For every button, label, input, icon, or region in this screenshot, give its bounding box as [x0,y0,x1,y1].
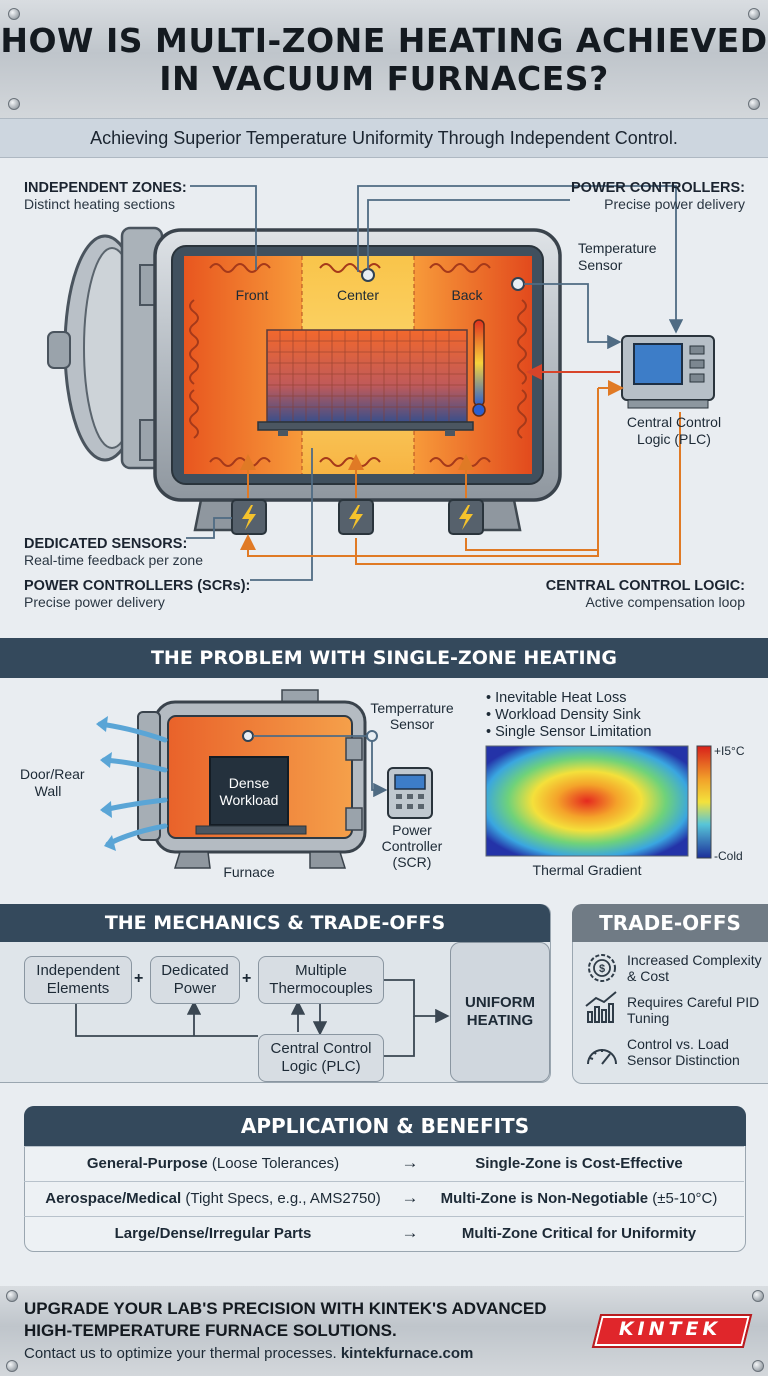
thermal-gradient-caption: Thermal Gradient [532,862,642,878]
callout-dedicated-sensors: DEDICATED SENSORS: Real-time feedback pe… [24,536,203,568]
uniform-heating-result: UNIFORM HEATING [450,942,550,1082]
bolt-icon [752,1290,764,1302]
table-row: Aerospace/Medical (Tight Specs, e.g., AM… [24,1181,744,1216]
scr-front-icon [231,499,267,535]
tradeoff-item-3: Control vs. Load Sensor Distinction [627,1036,740,1068]
zone-label-back: Back [451,287,483,303]
bolt-icon [748,8,760,20]
trend-chart-icon [585,991,617,1023]
footer-contact: Contact us to optimize your thermal proc… [24,1345,474,1362]
bolt-icon [6,1360,18,1372]
problem-bullets: • Inevitable Heat Loss • Workload Densit… [486,690,651,741]
thermal-gradient-map [485,745,689,857]
dense-workload-label: Dense Workload [219,775,279,808]
center-sensor-icon [361,268,375,282]
table-row: General-Purpose (Loose Tolerances) → Sin… [24,1146,744,1181]
central-control-plc-box: Central Control Logic (PLC) [258,1034,384,1082]
subtitle-bar: Achieving Superior Temperature Uniformit… [0,118,768,158]
bullet-item: • Workload Density Sink [486,707,641,723]
back-sensor-icon [511,277,525,291]
mechanics-title: THE MECHANICS & TRADE-OFFS [0,904,550,942]
applications-title: APPLICATION & BENEFITS [24,1106,746,1146]
scr-back-icon [448,499,484,535]
workload [266,329,468,423]
zone-label-center: Center [336,287,380,303]
plus-sign: + [242,970,252,987]
temperature-sensor-label: Temperature Sensor [578,240,657,273]
bolt-icon [8,98,20,110]
plus-sign: + [134,970,144,987]
tradeoffs-title: TRADE-OFFS [572,904,768,942]
bolt-icon [752,1360,764,1372]
problem-section-title: THE PROBLEM WITH SINGLE-ZONE HEATING [0,638,768,678]
scale-min-label: -Cold [714,849,743,863]
arrow-right-icon: → [401,1153,419,1172]
footer-headline: UPGRADE YOUR LAB'S PRECISION WITH KINTEK… [24,1299,547,1340]
bullet-item: • Inevitable Heat Loss [486,690,627,706]
independent-elements-box: Independent Elements [24,956,132,1004]
furnace-door [47,226,164,470]
svg-text:$: $ [599,963,605,975]
door-rear-wall-label: Door/Rear Wall [20,766,85,799]
tradeoff-icons: $ [585,954,617,1065]
furnace-label: Furnace [223,864,275,880]
tradeoff-item-2: Requires Careful PID Tuning [627,994,760,1026]
thermometer-icon [473,319,485,407]
dedicated-power-box: Dedicated Power [150,956,240,1004]
dense-workload-block [209,756,289,826]
multiple-thermocouples-box: Multiple Thermocouples [258,956,384,1004]
scale-max-label: +I5°C [714,744,745,758]
header: HOW IS MULTI-ZONE HEATING ACHIEVED IN VA… [0,0,768,118]
scr-center-icon [338,499,374,535]
bullet-item: • Single Sensor Limitation [486,724,652,740]
page-title: HOW IS MULTI-ZONE HEATING ACHIEVED IN VA… [0,21,768,98]
power-controller-label: Power Controller (SCR) [381,822,443,870]
callout-power-controllers-scr: POWER CONTROLLERS (SCRs): Precise power … [24,578,251,610]
kintek-logo-text: KINTEK [618,1318,722,1340]
power-controller-icon [387,767,433,819]
table-row: Large/Dense/Irregular Parts → Multi-Zone… [24,1216,744,1251]
gears-dollar-icon: $ [588,954,616,982]
zone-label-front: Front [235,287,269,303]
callout-power-controllers: POWER CONTROLLERS: Precise power deliver… [571,180,745,212]
gauge-icon [587,1049,617,1065]
single-temp-sensor-label: Temperrature Sensor [370,700,454,732]
subtitle: Achieving Superior Temperature Uniformit… [90,128,678,148]
callout-independent-zones: INDEPENDENT ZONES: Distinct heating sect… [24,180,187,212]
mechanics-flow-lines [75,979,450,1057]
bolt-icon [6,1290,18,1302]
plc-icon [621,335,715,409]
single-zone-diagram [96,689,712,869]
tradeoff-item-1: Increased Complexity & Cost [627,952,762,984]
bolt-icon [8,8,20,20]
website-link[interactable]: kintekfurnace.com [340,1345,474,1362]
bolt-icon [748,98,760,110]
callout-central-control: CENTRAL CONTROL LOGIC: Active compensati… [545,578,745,610]
plc-label: Central Control Logic (PLC) [626,414,722,447]
arrow-right-icon: → [401,1188,419,1207]
furnace-diagram [47,185,715,581]
temperature-scale-bar [696,745,712,859]
arrow-right-icon: → [401,1223,419,1242]
